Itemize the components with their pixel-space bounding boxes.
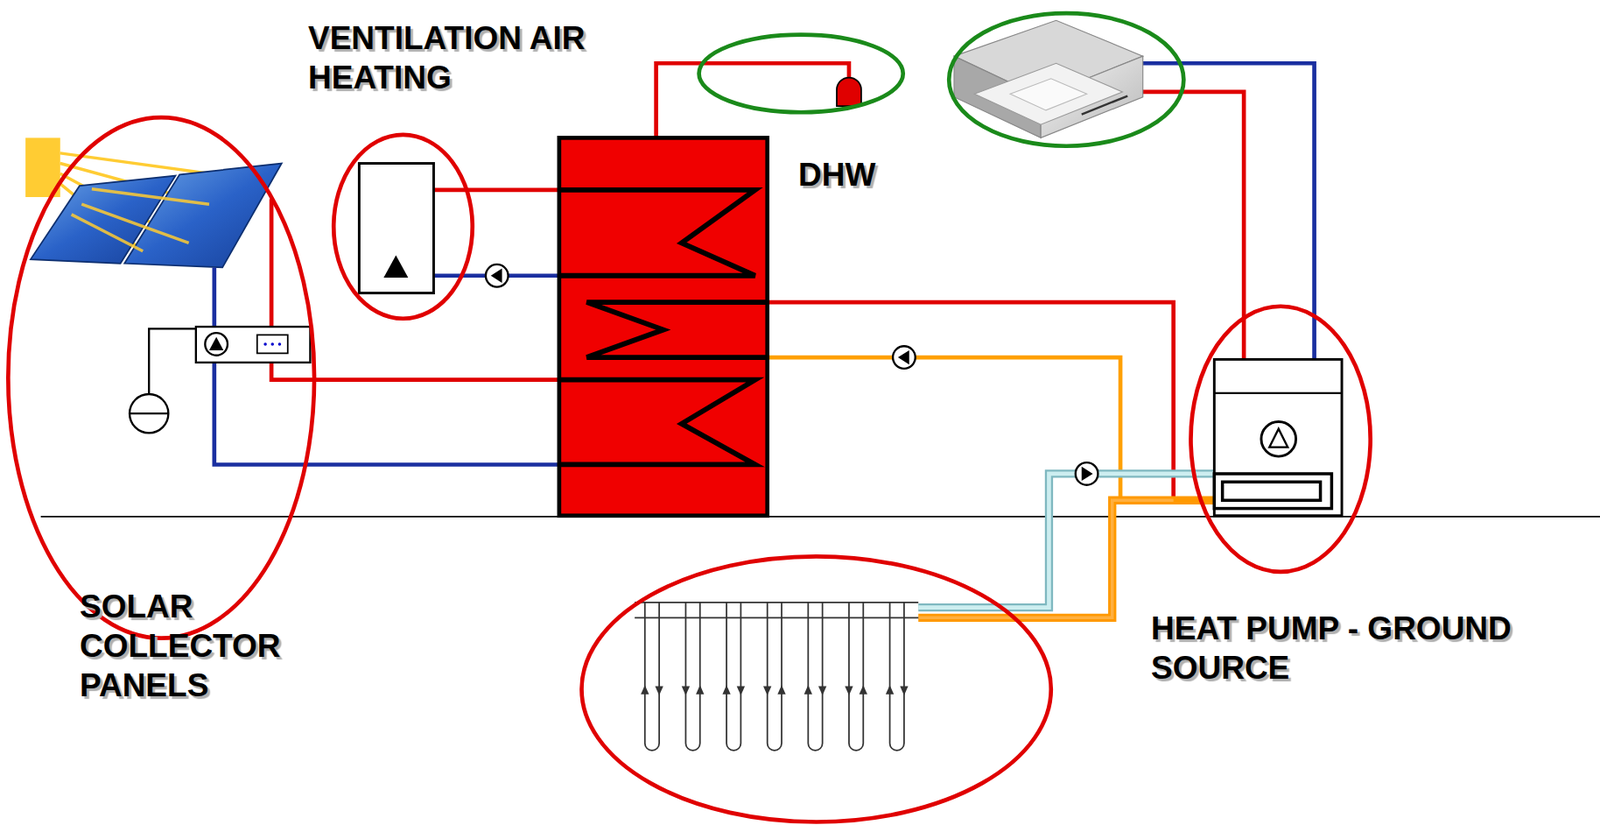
ground-warm-pipe — [918, 499, 1215, 618]
expansion-vessel — [129, 393, 169, 433]
vent-flow-pipe — [433, 188, 559, 193]
vessel-pipe — [148, 328, 200, 396]
circulation-pump — [485, 264, 509, 288]
highlight-ellipse — [1191, 306, 1371, 572]
highlight-ellipse — [333, 134, 473, 319]
component-label: HEAT PUMP - GROUND SOURCE — [1150, 608, 1537, 688]
heat-pump-unit — [1214, 358, 1342, 515]
fan-coil-cassette — [954, 20, 1144, 138]
circulation-pump — [1075, 462, 1099, 485]
component-label: VENTILATION AIR HEATING — [308, 18, 606, 98]
circulation-pump — [892, 345, 916, 369]
solar-return-pipe — [214, 266, 560, 464]
highlight-ellipse — [7, 117, 315, 639]
ventilation-unit — [358, 163, 434, 294]
fancoil-flow-pipe — [1132, 91, 1244, 359]
solar-panels — [30, 163, 282, 268]
highlight-ellipse — [582, 555, 1052, 822]
ground-loop-field — [634, 602, 919, 751]
dhw-pipe — [656, 63, 850, 138]
fancoil-return-pipe — [1117, 63, 1315, 359]
component-label: SOLAR COLLECTOR PANELS — [79, 586, 325, 705]
solar-pump-station — [196, 326, 311, 363]
highlight-ellipse — [699, 35, 904, 113]
component-label: DHW — [798, 154, 921, 195]
hp-return-pipe — [767, 357, 1121, 500]
ground-line — [41, 515, 1600, 518]
dhw-tap — [836, 77, 862, 107]
storage-tank — [559, 137, 768, 515]
highlight-ellipse — [948, 13, 1184, 147]
